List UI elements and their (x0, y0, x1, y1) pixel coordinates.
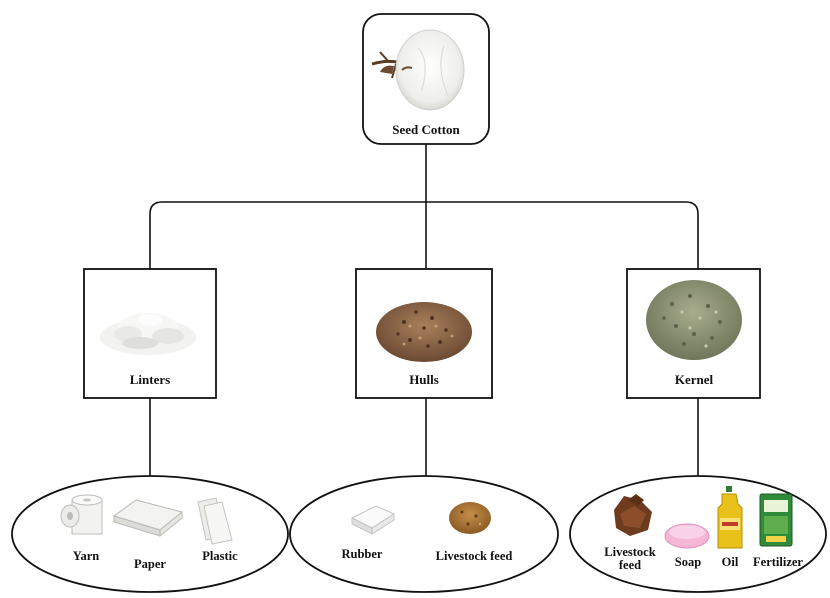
node-kernel: Kernel (627, 269, 760, 398)
product-rubber-label: Rubber (342, 547, 383, 561)
product-paper-label: Paper (134, 557, 166, 571)
node-kernel-label: Kernel (675, 372, 714, 387)
product-livestock-feed-kernel-label-line1: Livestock (604, 545, 655, 559)
products-hulls: Rubber Livestock feed (290, 476, 558, 592)
product-plastic-label: Plastic (202, 549, 238, 563)
kernel-pile-icon (646, 280, 742, 360)
node-linters-label: Linters (130, 372, 170, 387)
node-hulls: Hulls (356, 269, 492, 398)
products-hulls-oval (290, 476, 558, 592)
soap-icon (665, 524, 709, 548)
product-livestock-feed-kernel-label-line2: feed (619, 558, 641, 572)
products-linters-oval (12, 476, 288, 592)
node-linters: Linters (84, 269, 216, 398)
product-livestock-feed-label: Livestock feed (436, 549, 513, 563)
root-node-seed-cotton: Seed Cotton (363, 14, 489, 144)
product-oil-label: Oil (722, 555, 739, 569)
livestock-feed-pile-icon (449, 502, 491, 534)
node-hulls-label: Hulls (409, 372, 439, 387)
hulls-pile-icon (376, 302, 472, 362)
fertilizer-bag-icon (760, 494, 792, 546)
product-soap-label: Soap (675, 555, 701, 569)
products-linters: Yarn Paper Plastic (12, 476, 288, 592)
connector-branch-bar (150, 202, 698, 269)
product-fertilizer-label: Fertilizer (753, 555, 803, 569)
root-label: Seed Cotton (392, 122, 460, 137)
products-kernel: Livestock feed Soap Oil Fertilizer (570, 476, 826, 592)
product-yarn-label: Yarn (73, 549, 99, 563)
